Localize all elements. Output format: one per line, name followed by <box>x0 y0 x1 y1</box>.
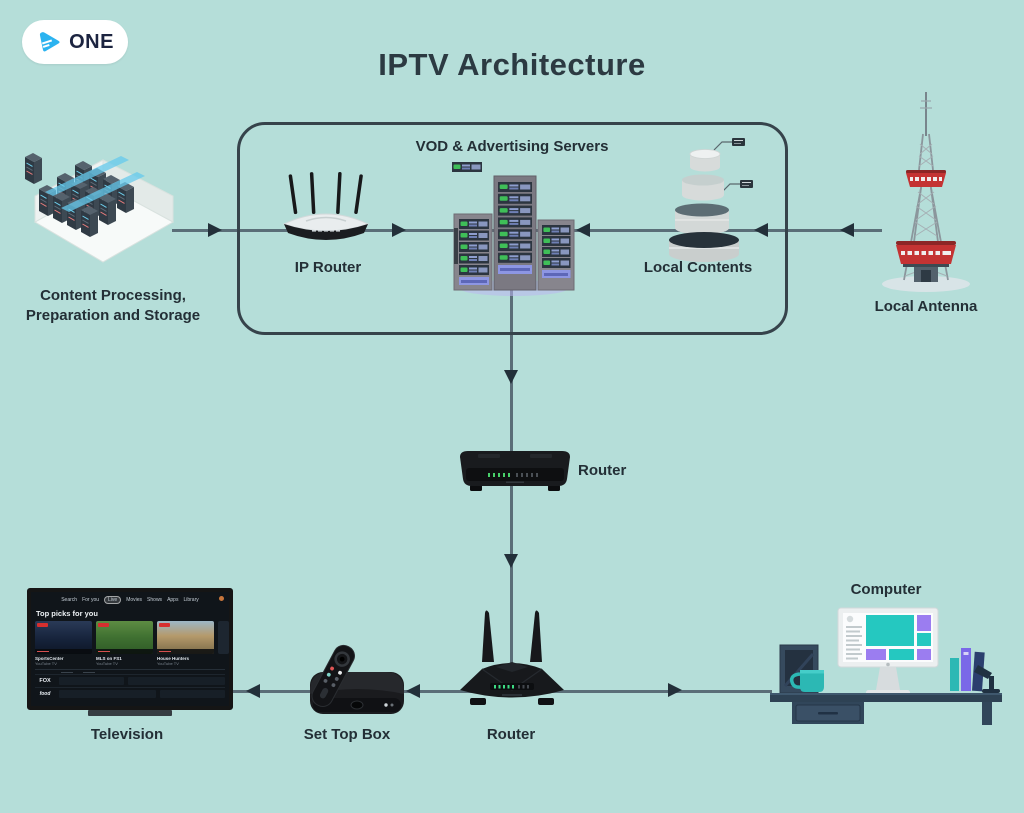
tv-card-strip <box>96 649 153 654</box>
tv-menu-movies: Movies <box>126 597 143 603</box>
label-core-router: Router <box>578 462 627 479</box>
tv-guide-row: FOX <box>35 674 225 687</box>
guide-program-cell <box>59 690 157 698</box>
label-home-router: Router <box>486 726 536 743</box>
tv-menu-for-you: For you <box>82 597 100 603</box>
tv-card: House Hunters YouTube TV <box>157 621 214 666</box>
tv-card-subtitle: YouTube TV <box>157 660 179 666</box>
tv-card-title: House Hunters <box>157 655 190 661</box>
tv-menu-search: Search <box>61 597 78 603</box>
tv-card-subtitle: YouTube TV <box>96 660 118 666</box>
server-room-illustration <box>25 153 175 263</box>
local-contents-illustration <box>669 138 753 262</box>
arrow-antenna-to-box <box>840 223 854 237</box>
arrow-servers-to-router <box>504 370 518 384</box>
tv-menu-bar: Search For you Live Movies Shows Apps Li… <box>35 596 225 604</box>
home-router-illustration <box>460 610 564 705</box>
tv-heading: Top picks for you <box>36 609 98 618</box>
tv-card-thumbnail <box>35 621 92 654</box>
guide-program-cell <box>127 677 225 685</box>
arrow-iprouter-to-servers <box>392 223 406 237</box>
tv-stand <box>88 710 172 716</box>
live-badge <box>37 623 48 627</box>
live-badge <box>98 623 109 627</box>
arrow-into-local-contents <box>754 223 768 237</box>
tv-guide: FOX food <box>35 668 225 701</box>
label-content-processing: Content Processing, Preparation and Stor… <box>13 286 213 326</box>
label-vod-servers: VOD & Advertising Servers <box>415 138 609 155</box>
tv-card: MLS on FS1 YouTube TV <box>96 621 153 666</box>
tv-card-strip <box>35 649 92 654</box>
tv-menu-library: Library <box>183 597 199 603</box>
label-ip-router: IP Router <box>294 259 362 276</box>
tv-card <box>218 621 229 666</box>
set-top-box-illustration <box>310 644 404 714</box>
arrow-router-to-router <box>504 554 518 568</box>
tv-card-strip <box>157 649 214 654</box>
arrow-contents-to-servers <box>576 223 590 237</box>
tv-menu-shows: Shows <box>147 597 163 603</box>
one-logo: ONE <box>22 20 128 64</box>
tv-card-row: SportsCenter YouTube TV MLS on FS1 YouTu… <box>35 621 229 666</box>
tv-profile-icon <box>219 596 224 601</box>
label-computer: Computer <box>850 581 922 598</box>
tv-menu-live: Live <box>104 596 122 604</box>
label-set-top-box: Set Top Box <box>303 726 391 743</box>
tv-card-thumbnail <box>157 621 214 654</box>
tv-card-thumbnail <box>218 621 229 654</box>
ip-router-illustration <box>282 172 370 240</box>
tv-menu-apps: Apps <box>167 597 179 603</box>
tv-card-title: MLS on FS1 <box>96 655 122 661</box>
vod-servers-illustration <box>452 162 575 296</box>
arrow-router-to-computer <box>668 683 682 697</box>
tv-card-title: SportsCenter <box>35 655 64 661</box>
logo-text: ONE <box>69 30 114 53</box>
label-content-processing-line1: Content Processing, <box>40 287 186 304</box>
label-local-antenna: Local Antenna <box>874 298 978 315</box>
tv-card-thumbnail <box>96 621 153 654</box>
channel-logo-fox: FOX <box>39 678 51 684</box>
headend-frame <box>237 122 788 335</box>
one-play-icon <box>39 32 60 52</box>
arrow-router-to-stb <box>406 684 420 698</box>
arrow-content-to-box <box>208 223 222 237</box>
live-badge <box>159 623 170 627</box>
core-router-illustration <box>460 451 570 491</box>
guide-program-cell <box>59 677 124 685</box>
label-local-contents: Local Contents <box>643 259 753 276</box>
tv-card-subtitle: YouTube TV <box>35 660 57 666</box>
channel-logo-food: food <box>39 691 51 697</box>
television-illustration: Search For you Live Movies Shows Apps Li… <box>27 588 233 710</box>
computer-desk-illustration <box>770 607 1002 725</box>
tv-guide-tabs <box>61 671 225 673</box>
page-title: IPTV Architecture <box>378 47 646 82</box>
arrow-stb-to-tv <box>246 684 260 698</box>
label-content-processing-line2: Preparation and Storage <box>25 307 201 324</box>
antenna-tower-illustration <box>882 92 970 292</box>
guide-program-cell <box>160 690 225 698</box>
label-television: Television <box>90 726 164 743</box>
tv-guide-row: food <box>35 687 225 700</box>
tv-card: SportsCenter YouTube TV <box>35 621 92 666</box>
